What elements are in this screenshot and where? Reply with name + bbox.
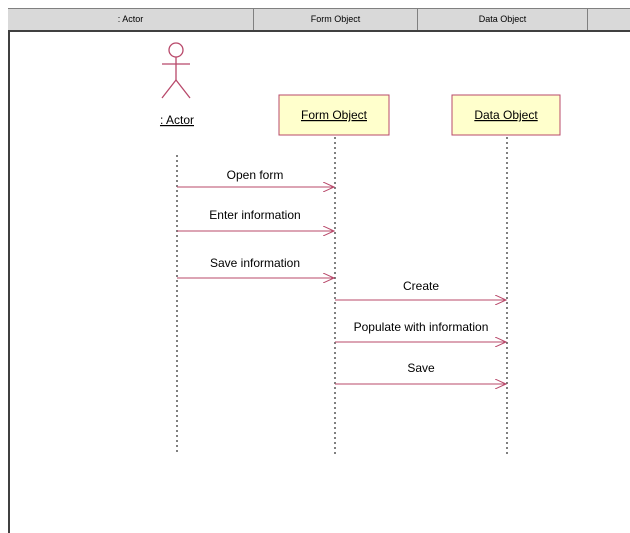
- message-create[interactable]: Create: [335, 279, 506, 300]
- message-save[interactable]: Save: [335, 361, 506, 384]
- message-enter-information[interactable]: Enter information: [177, 208, 334, 231]
- message-label: Populate with information: [354, 320, 489, 334]
- message-label: Save: [407, 361, 435, 375]
- data-object-participant[interactable]: Data Object: [451, 94, 561, 136]
- column-header-actor[interactable]: : Actor: [8, 9, 254, 30]
- form-object-label: Form Object: [301, 108, 368, 122]
- message-open-form[interactable]: Open form: [177, 168, 334, 187]
- message-save-information[interactable]: Save information: [177, 256, 334, 278]
- column-header-form-object[interactable]: Form Object: [254, 9, 418, 30]
- message-label: Enter information: [209, 208, 300, 222]
- frame-left-border: [8, 32, 10, 533]
- data-object-label: Data Object: [474, 108, 538, 122]
- actor-label: : Actor: [160, 113, 194, 127]
- actor-icon[interactable]: [161, 42, 191, 99]
- message-label: Open form: [227, 168, 284, 182]
- column-header-bar: : Actor Form Object Data Object: [8, 8, 630, 32]
- column-header-data-object[interactable]: Data Object: [418, 9, 588, 30]
- message-label: Save information: [210, 256, 300, 270]
- message-populate-with-information[interactable]: Populate with information: [335, 320, 506, 342]
- message-label: Create: [403, 279, 439, 293]
- form-object-participant[interactable]: Form Object: [278, 94, 390, 136]
